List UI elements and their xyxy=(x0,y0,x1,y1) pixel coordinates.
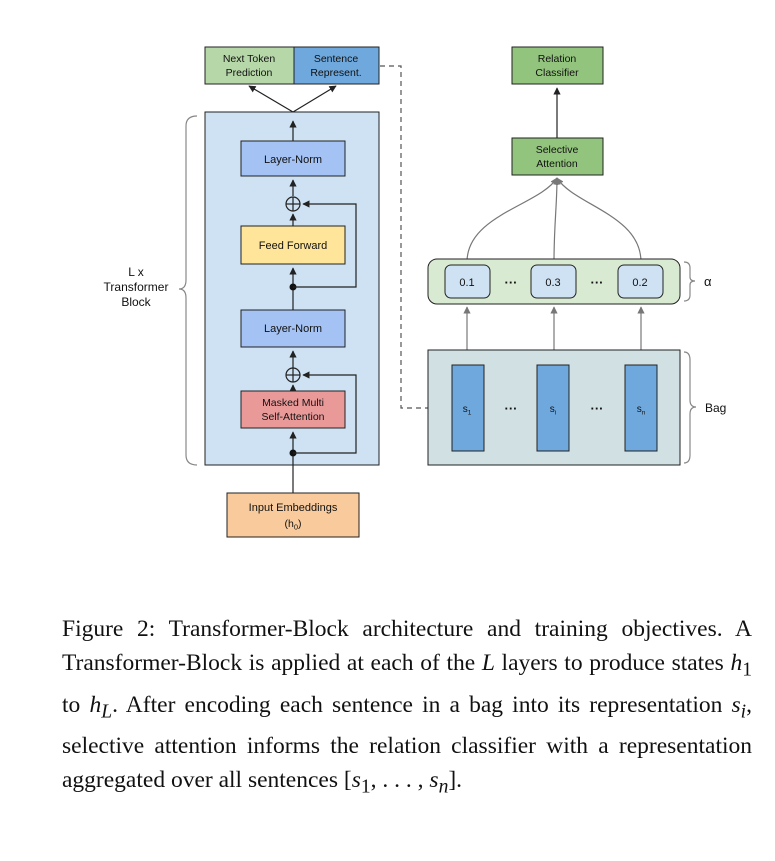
svg-text:Block: Block xyxy=(121,295,151,309)
svg-text:Prediction: Prediction xyxy=(226,67,273,79)
svg-text:Feed Forward: Feed Forward xyxy=(259,240,327,252)
svg-text:Transformer: Transformer xyxy=(104,280,169,294)
svg-text:Layer-Norm: Layer-Norm xyxy=(264,323,322,335)
alpha-ellipsis-2: ··· xyxy=(591,275,604,290)
svg-text:Represent.: Represent. xyxy=(310,67,361,79)
transformer-brace xyxy=(178,115,198,466)
alpha-cell-2: 0.3 xyxy=(530,264,577,299)
svg-text:Relation: Relation xyxy=(538,53,577,65)
bag-item-si: si xyxy=(536,364,570,452)
svg-text:0.2: 0.2 xyxy=(632,277,647,289)
next-token-prediction-box: Next Token Prediction xyxy=(204,46,295,85)
svg-text:Masked Multi: Masked Multi xyxy=(262,397,324,409)
add-circle-bottom xyxy=(285,367,301,383)
svg-text:sn: sn xyxy=(637,404,646,417)
feed-forward-box: Feed Forward xyxy=(240,225,346,265)
dashed-connector-to-bag xyxy=(380,65,441,412)
alpha-ellipsis-1: ··· xyxy=(505,275,518,290)
masked-self-attention-box: Masked Multi Self-Attention xyxy=(240,390,346,429)
curve-alpha2-to-attention xyxy=(553,177,561,263)
svg-text:Input Embeddings: Input Embeddings xyxy=(249,502,338,514)
relation-classifier-box: Relation Classifier xyxy=(511,46,604,85)
svg-text:0.1: 0.1 xyxy=(459,277,474,289)
bag-brace xyxy=(683,351,697,464)
alpha-brace xyxy=(683,261,696,302)
sentence-representation-box: Sentence Represent. xyxy=(293,46,380,85)
layer-norm-top-box: Layer-Norm xyxy=(240,140,346,177)
add-circle-top xyxy=(285,196,301,212)
alpha-label: α xyxy=(704,274,712,289)
figure-caption: Figure 2: Transformer-Block architecture… xyxy=(62,616,752,799)
input-embeddings-box: Input Embeddings (h0) xyxy=(226,492,360,538)
bag-ellipsis-1: ··· xyxy=(505,401,518,416)
svg-text:s1: s1 xyxy=(463,404,472,417)
svg-text:0.3: 0.3 xyxy=(545,277,560,289)
svg-text:Next Token: Next Token xyxy=(223,53,275,65)
alpha-cell-3: 0.2 xyxy=(617,264,664,299)
svg-text:Selective: Selective xyxy=(536,144,579,156)
architecture-diagram: Next Token Prediction Sentence Represent… xyxy=(104,46,726,538)
arrow-to-sentence-represent xyxy=(292,85,337,113)
svg-text:Attention: Attention xyxy=(536,158,578,170)
svg-text:Classifier: Classifier xyxy=(535,67,579,79)
curve-alpha1-to-attention xyxy=(466,177,558,263)
layer-norm-bottom-box: Layer-Norm xyxy=(240,309,346,348)
alpha-cell-1: 0.1 xyxy=(444,264,491,299)
bag-item-sn: sn xyxy=(624,364,658,452)
curve-alpha3-to-attention xyxy=(556,177,642,263)
bag-label: Bag xyxy=(705,401,726,415)
brace-label: L x Transformer Block xyxy=(104,265,169,309)
svg-text:(h0): (h0) xyxy=(284,518,301,532)
svg-text:Sentence: Sentence xyxy=(314,53,359,65)
svg-text:Layer-Norm: Layer-Norm xyxy=(264,154,322,166)
arrow-to-next-token xyxy=(248,85,294,113)
svg-text:Self-Attention: Self-Attention xyxy=(261,411,324,423)
svg-text:si: si xyxy=(550,404,556,417)
residual-connection-top xyxy=(293,200,357,288)
svg-text:L x: L x xyxy=(128,265,144,279)
bag-item-s1: s1 xyxy=(451,364,485,452)
residual-connection-bottom xyxy=(293,371,357,454)
selective-attention-box: Selective Attention xyxy=(511,137,604,176)
bag-ellipsis-2: ··· xyxy=(591,401,604,416)
